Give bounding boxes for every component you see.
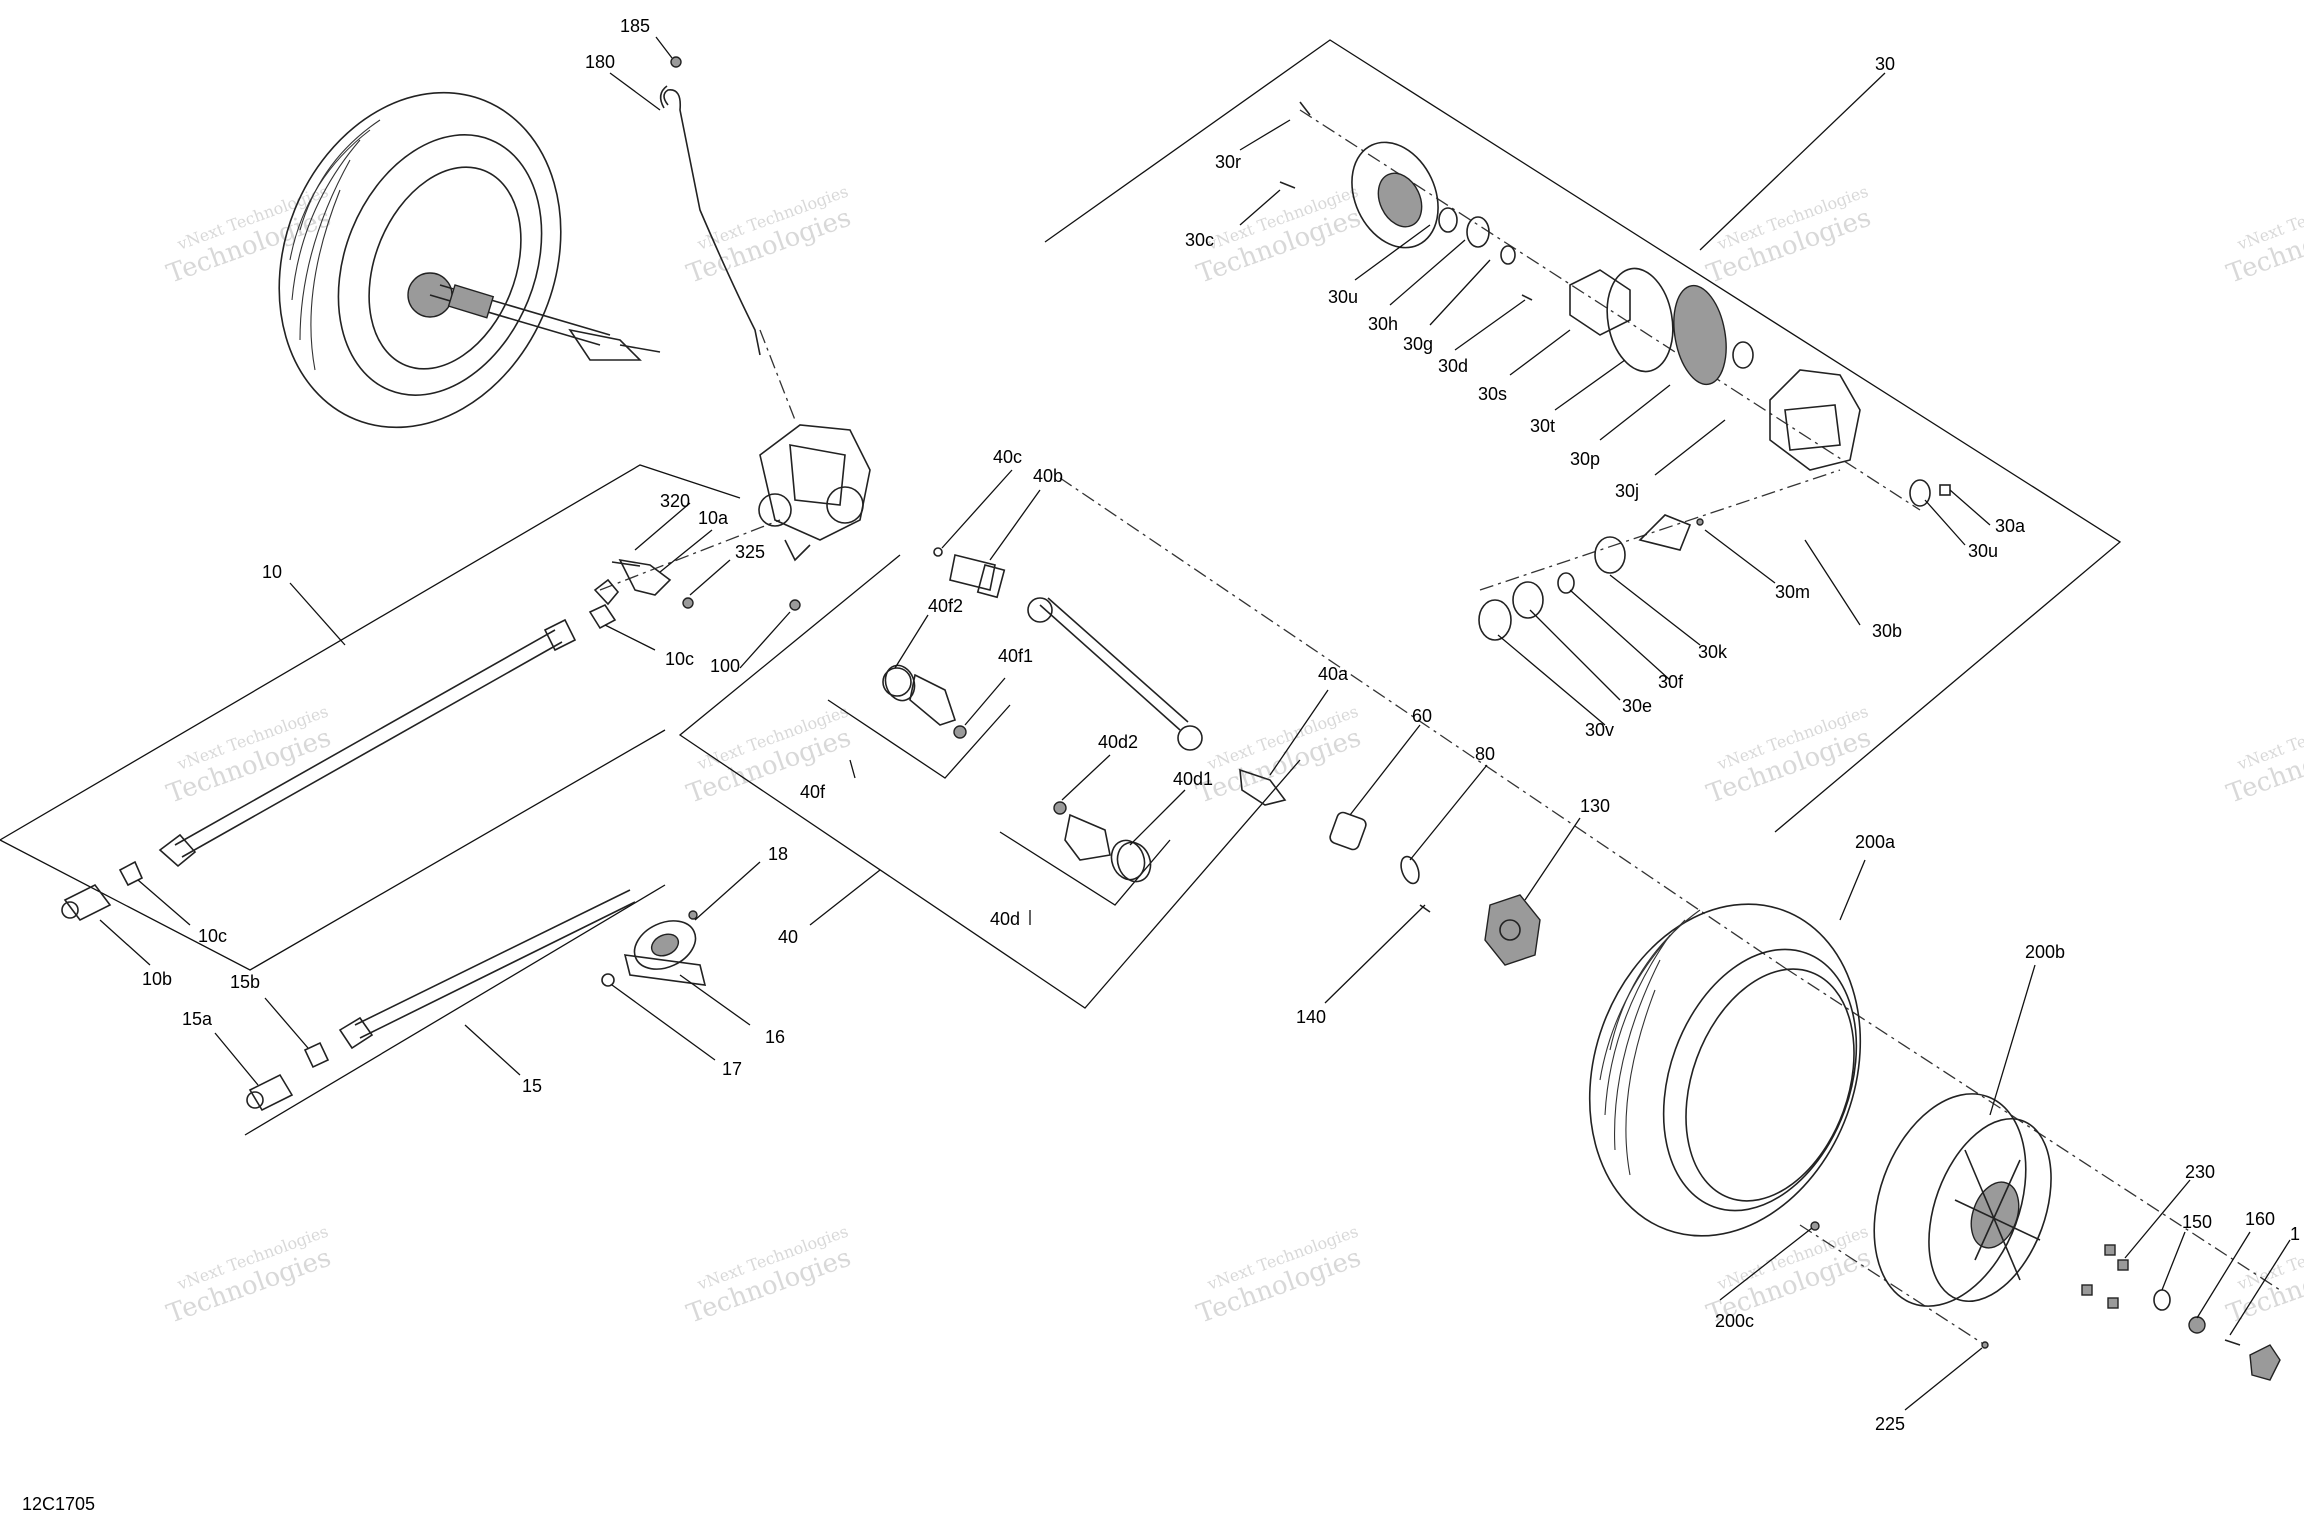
label-140: 140 bbox=[1296, 1007, 1326, 1027]
differential-30 bbox=[1279, 101, 1951, 641]
label-185: 185 bbox=[620, 16, 650, 36]
watermark: vNext Technologies Technologies bbox=[163, 182, 335, 290]
label-130: 130 bbox=[1580, 796, 1610, 816]
label-30u-top: 30u bbox=[1328, 287, 1358, 307]
front-differential bbox=[758, 424, 871, 611]
label-30g: 30g bbox=[1403, 334, 1433, 354]
label-225: 225 bbox=[1875, 1414, 1905, 1434]
front-tire-assembly bbox=[278, 91, 661, 429]
label-40: 40 bbox=[778, 927, 798, 947]
label-17: 17 bbox=[722, 1059, 742, 1079]
watermark: vNext Technologies Technologies bbox=[2223, 702, 2304, 810]
label-30p: 30p bbox=[1570, 449, 1600, 469]
watermark: vNext Technologies Technologies bbox=[2223, 182, 2304, 290]
label-30c: 30c bbox=[1185, 230, 1214, 250]
axle-40-parts bbox=[882, 547, 1287, 883]
label-10b: 10b bbox=[142, 969, 172, 989]
label-16: 16 bbox=[765, 1027, 785, 1047]
label-30f: 30f bbox=[1658, 672, 1684, 692]
label-10c-top: 10c bbox=[665, 649, 694, 669]
rear-tire-200a bbox=[1588, 903, 1862, 1237]
label-30d: 30d bbox=[1438, 356, 1468, 376]
label-30h: 30h bbox=[1368, 314, 1398, 334]
label-10a: 10a bbox=[698, 508, 729, 528]
label-18: 18 bbox=[768, 844, 788, 864]
diagram-code: 12C1705 bbox=[22, 1494, 95, 1514]
label-100: 100 bbox=[710, 656, 740, 676]
label-200c: 200c bbox=[1715, 1311, 1754, 1331]
label-30e: 30e bbox=[1622, 696, 1652, 716]
drive-shaft-10 bbox=[61, 603, 617, 922]
label-325: 325 bbox=[735, 542, 765, 562]
hub-parts bbox=[1329, 811, 1541, 966]
label-15b: 15b bbox=[230, 972, 260, 992]
label-40f: 40f bbox=[800, 782, 826, 802]
label-30k: 30k bbox=[1698, 642, 1728, 662]
fitting-185 bbox=[670, 56, 682, 68]
watermark: vNext Technologies Technologies bbox=[683, 182, 855, 290]
drive-shaft-15 bbox=[246, 889, 636, 1112]
frame-group-40 bbox=[678, 554, 1301, 1009]
label-40d2: 40d2 bbox=[1098, 732, 1138, 752]
label-30u-right: 30u bbox=[1968, 541, 1998, 561]
label-10: 10 bbox=[262, 562, 282, 582]
label-320: 320 bbox=[660, 491, 690, 511]
label-180: 180 bbox=[585, 52, 615, 72]
watermark: vNext Technologies Technologies bbox=[1193, 702, 1365, 810]
watermark: vNext Technologies Technologies bbox=[1193, 1222, 1365, 1330]
wheel-fasteners bbox=[1810, 1221, 2281, 1381]
label-40d1: 40d1 bbox=[1173, 769, 1213, 789]
label-15a: 15a bbox=[182, 1009, 213, 1029]
label-160: 160 bbox=[2245, 1209, 2275, 1229]
label-30t: 30t bbox=[1530, 416, 1555, 436]
label-40a: 40a bbox=[1318, 664, 1349, 684]
rim-200b bbox=[1873, 1093, 2052, 1307]
yoke-bracket bbox=[593, 558, 694, 609]
label-1: 1 bbox=[2290, 1224, 2300, 1244]
label-40d: 40d bbox=[990, 909, 1020, 929]
watermark: vNext Technologies Technologies bbox=[683, 1222, 855, 1330]
label-30r: 30r bbox=[1215, 152, 1241, 172]
label-30v: 30v bbox=[1585, 720, 1614, 740]
label-30a: 30a bbox=[1995, 516, 2026, 536]
axis-lines bbox=[599, 109, 2281, 1346]
frame-group-10 bbox=[0, 464, 741, 971]
frame-group-30 bbox=[1044, 39, 2122, 833]
watermark: vNext Technologies Technologies bbox=[163, 702, 335, 810]
label-30: 30 bbox=[1875, 54, 1895, 74]
label-30b: 30b bbox=[1872, 621, 1902, 641]
watermark: vNext Technologies Technologies bbox=[683, 702, 855, 810]
label-200a: 200a bbox=[1855, 832, 1896, 852]
frame-group-15 bbox=[244, 884, 666, 1136]
label-40f1: 40f1 bbox=[998, 646, 1033, 666]
center-bearing bbox=[601, 910, 707, 987]
label-40f2: 40f2 bbox=[928, 596, 963, 616]
breather-tube bbox=[663, 89, 761, 356]
label-60: 60 bbox=[1412, 706, 1432, 726]
watermark: vNext Technologies Technologies bbox=[1703, 182, 1875, 290]
callout-labels: 185 180 30 30r 30c 30u 30h 30g 30d 30s 3… bbox=[22, 16, 2300, 1514]
label-40c: 40c bbox=[993, 447, 1022, 467]
label-150: 150 bbox=[2182, 1212, 2212, 1232]
label-10c-bottom: 10c bbox=[198, 926, 227, 946]
label-30s: 30s bbox=[1478, 384, 1507, 404]
label-40b: 40b bbox=[1033, 466, 1063, 486]
watermark: vNext Technologies Technologies bbox=[1703, 702, 1875, 810]
label-200b: 200b bbox=[2025, 942, 2065, 962]
label-30m: 30m bbox=[1775, 582, 1810, 602]
label-230: 230 bbox=[2185, 1162, 2215, 1182]
frame-group-40f bbox=[827, 699, 1011, 779]
watermarks: vNext Technologies Technologies vNext Te… bbox=[163, 182, 2304, 1330]
label-15: 15 bbox=[522, 1076, 542, 1096]
leader-lines bbox=[99, 36, 2291, 1411]
label-30j: 30j bbox=[1615, 481, 1639, 501]
watermark: vNext Technologies Technologies bbox=[163, 1222, 335, 1330]
label-80: 80 bbox=[1475, 744, 1495, 764]
frame-group-40d bbox=[999, 831, 1171, 906]
